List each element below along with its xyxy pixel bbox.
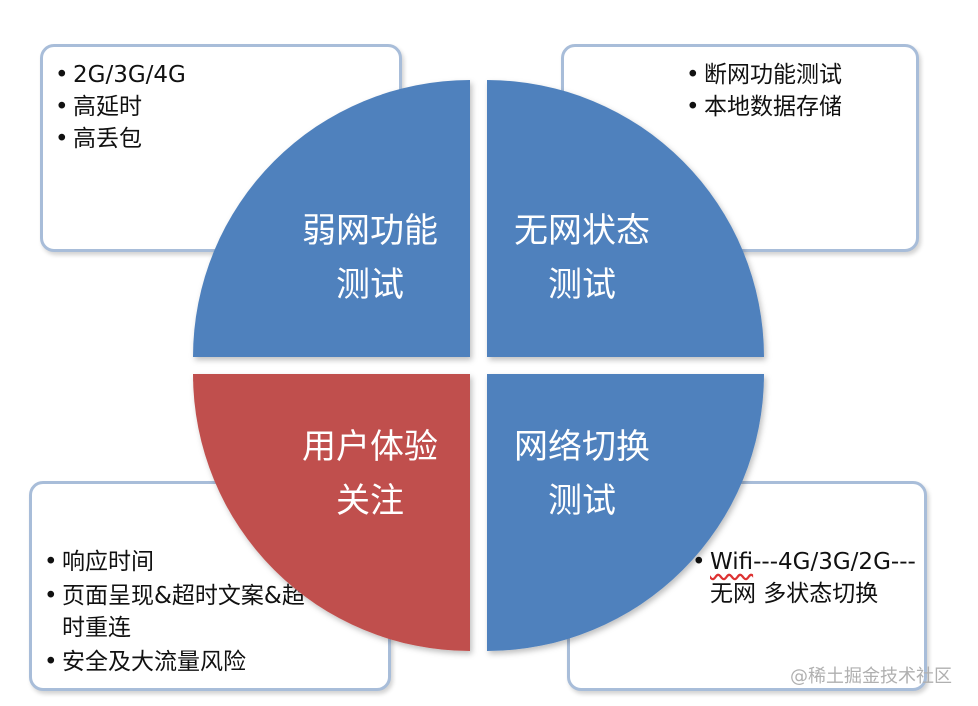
bullet-item: 2G/3G/4G xyxy=(55,59,186,91)
bullet-item: Wifi---4G/3G/2G---无网 多状态切换 xyxy=(692,546,922,610)
label-line: 无网状态 xyxy=(514,211,650,251)
bullet-item: 高延时 xyxy=(55,91,186,123)
bullet-item: 高丢包 xyxy=(55,123,186,155)
bullet-item: 页面呈现&超时文案&超时重连 xyxy=(44,580,324,644)
weak-network-label: 弱网功能 测试 xyxy=(250,204,490,312)
no-network-label: 无网状态 测试 xyxy=(462,204,702,312)
label-line: 网络切换 xyxy=(514,427,650,467)
weak-network-slice xyxy=(193,80,470,357)
label-line: 用户体验 xyxy=(302,427,438,467)
network-switch-label: 网络切换 测试 xyxy=(462,420,702,528)
user-experience-bullet-list: 响应时间 页面呈现&超时文案&超时重连 安全及大流量风险 xyxy=(44,546,324,680)
switch-text: ---4G/3G/2G---无网 多状态切换 xyxy=(710,549,916,607)
network-switch-slice xyxy=(487,374,764,651)
user-experience-label: 用户体验 关注 xyxy=(250,420,490,528)
bullet-item: 安全及大流量风险 xyxy=(44,646,324,678)
label-line: 测试 xyxy=(548,481,616,521)
label-line: 弱网功能 xyxy=(302,211,438,251)
bullet-item: 响应时间 xyxy=(44,546,324,578)
weak-network-bullet-list: 2G/3G/4G 高延时 高丢包 xyxy=(55,59,186,155)
network-switch-bullet-list: Wifi---4G/3G/2G---无网 多状态切换 xyxy=(692,546,922,610)
wifi-text: Wifi xyxy=(710,549,754,575)
no-network-slice xyxy=(487,80,764,357)
watermark: @稀土掘金技术社区 xyxy=(790,666,952,687)
user-experience-notes-box: 响应时间 页面呈现&超时文案&超时重连 安全及大流量风险 xyxy=(29,481,391,691)
bullet-item: 断网功能测试 xyxy=(686,59,842,91)
label-line: 测试 xyxy=(336,265,404,305)
bullet-item: 本地数据存储 xyxy=(686,91,842,123)
user-experience-slice xyxy=(193,374,470,651)
no-network-bullet-list: 断网功能测试 本地数据存储 xyxy=(686,59,842,123)
label-line: 测试 xyxy=(548,265,616,305)
label-line: 关注 xyxy=(336,481,404,521)
